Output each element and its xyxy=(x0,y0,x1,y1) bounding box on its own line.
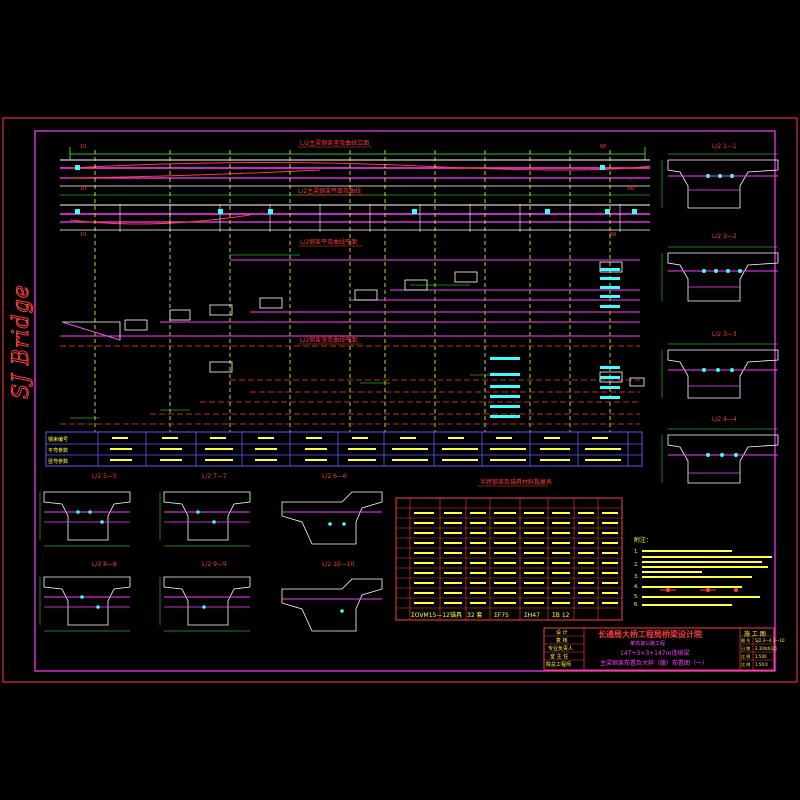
tb-label-4: 比 例 xyxy=(741,662,751,667)
left-mark-3: 10 xyxy=(80,232,86,238)
tb-role-director: 室 主 任 xyxy=(550,654,569,660)
view-title-2: L/2主梁钢束平面弯曲线 xyxy=(298,187,361,195)
tb-value-4: 1:50.0 xyxy=(755,662,768,667)
material-quantity-table: 半跨钢束及锚具材料数量表 ΣOVM15—12锚具 32 套 ΣF75 ΣH47 … xyxy=(395,478,623,621)
section-label-1-1: L/2 1—1 xyxy=(712,143,737,150)
right-section-views: L/2 1—1 L/2 2—2 L/2 3—3 L/2 4—4 xyxy=(661,143,779,484)
tb-role-checker: 复 核 xyxy=(556,638,568,644)
title-block xyxy=(543,627,775,671)
material-total-5: ΣB 12 xyxy=(552,612,570,619)
section-label-2-2: L/2 2—2 xyxy=(712,233,737,240)
section-label-5-5: L/2 5—5 xyxy=(92,473,117,480)
section-label-4-4: L/2 4—4 xyxy=(712,416,737,423)
tb-project-1: 某高速公路工程 xyxy=(630,641,666,647)
section-label-6-6: L/2 6—6 xyxy=(322,473,347,480)
tb-drawing-title: 主梁钢束布置及大样（腹）布置图（一） xyxy=(600,660,709,667)
note-6: 6. xyxy=(634,602,639,608)
notes-block: 附注： 1. 2. 3. 4. 5. 6. xyxy=(634,536,772,608)
tendon-curve-table: 钢束编号 平弯参数 竖弯参数 xyxy=(45,431,643,467)
material-total-3: ΣF75 xyxy=(494,612,509,619)
right-mark-2: 60 xyxy=(628,186,634,192)
note-3: 3. xyxy=(634,574,639,580)
tb-label-1: 图 号 xyxy=(741,638,751,643)
tb-value-2: 2.10年03月 xyxy=(755,646,777,651)
right-mark-1: 60 xyxy=(600,144,606,150)
view-title-4: L/2钢束竖弯曲线平面 xyxy=(300,336,357,344)
note-1: 1. xyxy=(634,549,639,555)
main-elevation-view: L/2主梁钢束竖弯曲线立面 L/2主梁钢束平面弯曲线 L/2钢束平弯曲线平面 L… xyxy=(60,139,651,432)
tb-value-3: 1:500 xyxy=(755,654,767,659)
tendon-table-row-label-1: 钢束编号 xyxy=(48,436,68,443)
tendon-table-row-label-3: 竖弯参数 xyxy=(48,458,68,465)
material-total-2: 32 套 xyxy=(467,611,483,619)
left-mark-1: 10 xyxy=(80,144,86,150)
left-mark-2: 10 xyxy=(80,186,86,192)
outer-frame xyxy=(2,117,798,683)
material-total-1: ΣOVM15—12锚具 xyxy=(411,611,462,619)
tb-project-2: 147+3×3+147m连续梁 xyxy=(620,650,690,657)
tb-stage: 施 工 图 xyxy=(744,631,766,638)
tb-role-lead: 专业负责人 xyxy=(548,646,574,652)
section-label-8-8: L/2 8—8 xyxy=(92,561,117,568)
section-label-3-3: L/2 3—3 xyxy=(712,331,737,338)
sjbridge-logo: SJ Bridge xyxy=(9,284,35,400)
material-table-title: 半跨钢束及锚具材料数量表 xyxy=(480,478,552,486)
material-total-4: ΣH47 xyxy=(524,612,540,619)
inner-frame xyxy=(34,130,776,672)
lower-section-views: L/2 5—5 L/2 7—7 L/2 6—6 L/2 8—8 L/2 9—9 … xyxy=(39,473,383,632)
section-label-9-9: L/2 9—9 xyxy=(202,561,227,568)
tb-value-1: SJ2.3—4.3—10 xyxy=(755,638,785,643)
note-2: 2. xyxy=(634,562,639,568)
tendon-table-row-label-2: 平弯参数 xyxy=(48,447,68,454)
tb-role-designer: 设 计 xyxy=(556,630,568,636)
section-label-10-10: L/2 10—10 xyxy=(322,561,355,568)
view-title-3: L/2钢束平弯曲线平面 xyxy=(300,238,357,246)
tb-label-3: 比 例 xyxy=(741,654,751,659)
note-5: 5. xyxy=(634,594,639,600)
view-title-1: L/2主梁钢束竖弯曲线立面 xyxy=(300,139,369,147)
note-4: 4. xyxy=(634,584,639,590)
right-mark-3: 60 xyxy=(610,232,616,238)
tb-label-2: 日 期 xyxy=(741,646,751,651)
tb-role-chief: 院总工程师 xyxy=(546,662,572,668)
section-label-7-7: L/2 7—7 xyxy=(202,473,227,480)
tb-company: 长通局大桥工程局桥梁设计院 xyxy=(598,630,702,639)
notes-title: 附注： xyxy=(634,536,652,544)
